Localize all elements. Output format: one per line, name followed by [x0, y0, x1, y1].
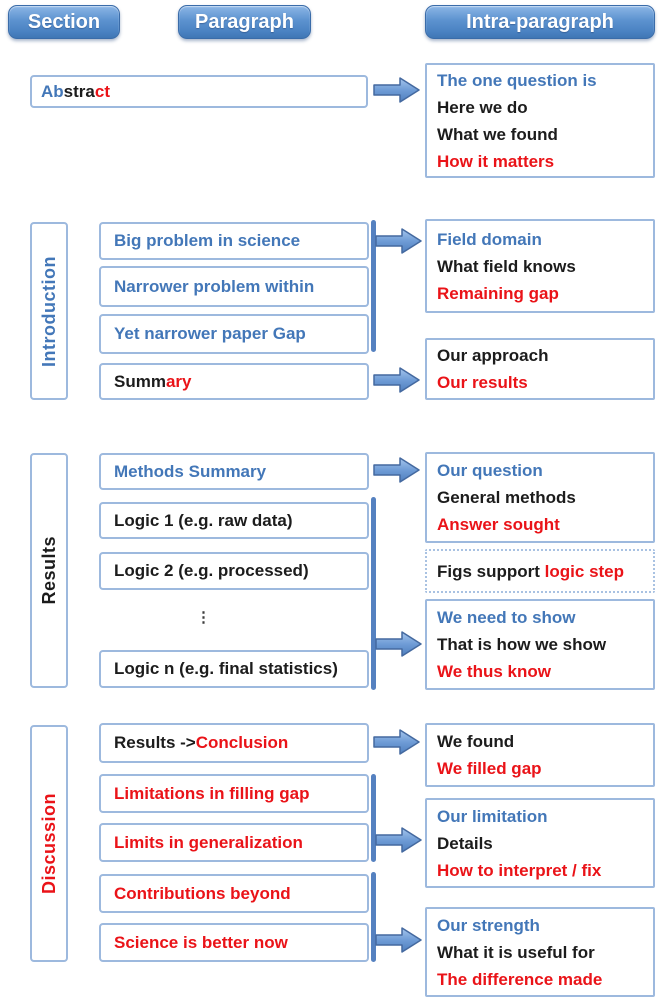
- block-arrow-icon: [375, 228, 422, 254]
- introduction-paragraph-box-1: Big problem in science: [99, 222, 369, 260]
- discussion-section-label: Discussion: [30, 725, 68, 962]
- intra-line: Answer sought: [437, 515, 560, 534]
- paragraph-column-header: Paragraph: [178, 5, 311, 39]
- discussion-limitations-group-bar: [371, 774, 376, 862]
- intra-line: Details: [437, 833, 493, 853]
- intra-line: Field domain: [437, 229, 542, 249]
- block-arrow-icon: [375, 927, 422, 953]
- results-paragraph-box-4: Logic n (e.g. final statistics): [99, 650, 369, 688]
- discussion-intra-box-strengths: Our strength What it is useful for The d…: [425, 907, 655, 997]
- intra-line: We need to show: [437, 608, 576, 627]
- intra-line: The difference made: [437, 969, 603, 989]
- block-arrow-icon: [373, 457, 420, 483]
- figs-support-note-box: Figs support logic step: [425, 549, 655, 593]
- introduction-section-label-text: Introduction: [38, 255, 59, 367]
- intra-paragraph-column-header: Intra-paragraph: [425, 5, 655, 39]
- introduction-paragraph-box-2: Narrower problem within: [99, 266, 369, 307]
- discussion-paragraph-box-4: Contributions beyond: [99, 874, 369, 913]
- results-section-label: Results: [30, 453, 68, 688]
- results-paragraph-box-3: Logic 2 (e.g. processed): [99, 552, 369, 590]
- intra-line: General methods: [437, 488, 576, 507]
- intra-line: Our results: [437, 373, 528, 392]
- introduction-section-label: Introduction: [30, 222, 68, 400]
- results-intra-box-methods: Our question General methods Answer soug…: [425, 452, 655, 543]
- results-group-bar: [371, 497, 376, 690]
- intra-line: Remaining gap: [437, 283, 559, 303]
- results-section-label-text: Results: [38, 536, 59, 605]
- block-arrow-icon: [373, 77, 420, 103]
- intra-line: What it is useful for: [437, 942, 595, 962]
- intra-line: How to interpret / fix: [437, 860, 602, 880]
- intra-line: That is how we show: [437, 635, 607, 654]
- intra-line: We filled gap: [437, 759, 542, 778]
- results-paragraph-box-2: Logic 1 (e.g. raw data): [99, 502, 369, 539]
- intra-line: How it matters: [437, 151, 555, 171]
- results-paragraph-box-1: Methods Summary: [99, 453, 369, 490]
- block-arrow-icon: [373, 367, 420, 393]
- section-column-header: Section: [8, 5, 120, 39]
- intra-line: Here we do: [437, 97, 528, 117]
- intra-line: Figs support logic step: [437, 561, 625, 581]
- results-intra-box-logic: We need to show That is how we show We t…: [425, 599, 655, 690]
- block-arrow-icon: [375, 631, 422, 657]
- discussion-intra-box-conclusion: We found We filled gap: [425, 723, 655, 787]
- discussion-intra-box-limitations: Our limitation Details How to interpret …: [425, 798, 655, 888]
- discussion-strengths-group-bar: [371, 872, 376, 962]
- introduction-group-bar: [371, 220, 376, 352]
- intra-line: The one question is: [437, 70, 597, 90]
- intra-line: Our strength: [437, 915, 540, 935]
- block-arrow-icon: [373, 729, 420, 755]
- introduction-paragraph-box-3: Yet narrower paper Gap: [99, 314, 369, 354]
- discussion-paragraph-box-3: Limits in generalization: [99, 823, 369, 862]
- discussion-paragraph-box-2: Limitations in filling gap: [99, 774, 369, 813]
- intra-line: Our limitation: [437, 806, 548, 826]
- abstract-intra-box: The one question is Here we do What we f…: [425, 63, 655, 178]
- intra-line: Our question: [437, 461, 543, 480]
- intra-line: Our approach: [437, 346, 549, 365]
- discussion-paragraph-box-5: Science is better now: [99, 923, 369, 962]
- discussion-paragraph-box-1: Results -> Conclusion: [99, 723, 369, 763]
- intra-line: We thus know: [437, 662, 551, 681]
- intra-line: What field knows: [437, 256, 576, 276]
- ellipsis-mark: ⋮: [196, 609, 211, 626]
- intra-line: We found: [437, 732, 515, 751]
- introduction-intra-box-knowledge: Field domain What field knows Remaining …: [425, 219, 655, 313]
- intra-line: What we found: [437, 124, 558, 144]
- introduction-intra-box-summary: Our approach Our results: [425, 338, 655, 400]
- discussion-section-label-text: Discussion: [38, 792, 59, 895]
- block-arrow-icon: [375, 827, 422, 853]
